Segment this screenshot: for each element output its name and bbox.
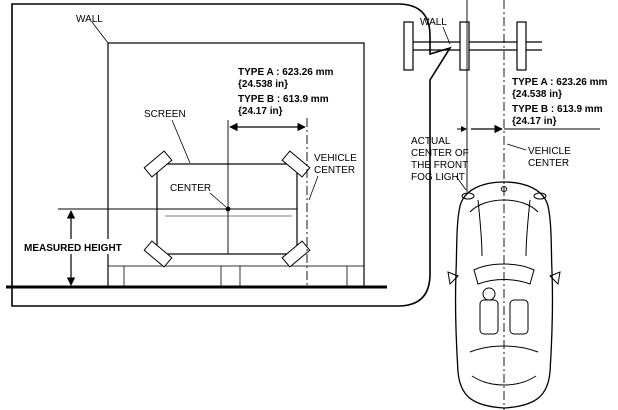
type-b-inch: {24.17 in} bbox=[238, 106, 283, 117]
top-type-a-label: TYPE A : 623.26 mm bbox=[512, 77, 608, 88]
fog-light-label-3: THE FRONT bbox=[411, 160, 468, 171]
tape-bottom-right bbox=[281, 240, 311, 268]
measured-height-label: MEASURED HEIGHT bbox=[24, 243, 122, 254]
top-type-b-inch: {24.17 in} bbox=[512, 116, 557, 127]
car-rear-deck bbox=[469, 345, 539, 353]
fog-light-right bbox=[533, 192, 547, 200]
callout-frame bbox=[11, 3, 452, 307]
top-type-a-inch: {24.538 in} bbox=[512, 89, 562, 100]
measured-height-label-bg bbox=[22, 239, 126, 254]
mirror-right bbox=[549, 271, 561, 286]
vehicle-top-view bbox=[447, 181, 561, 409]
center-point bbox=[225, 206, 231, 212]
top-view: WALL TYPE A : 623.26 mm {24.538 in} TYPE… bbox=[403, 0, 608, 410]
type-a-label: TYPE A : 623.26 mm bbox=[238, 67, 334, 78]
car-body bbox=[454, 181, 554, 409]
vehicle-center-label-2: CENTER bbox=[314, 165, 355, 176]
top-type-b-label: TYPE B : 613.9 mm bbox=[512, 104, 603, 115]
tape-bottom-left bbox=[143, 240, 173, 268]
screen-leader bbox=[171, 119, 191, 164]
car-seat-left bbox=[479, 299, 499, 335]
top-dim-left-arrowhead bbox=[461, 126, 467, 132]
mirror-left bbox=[447, 271, 459, 286]
screen-stand bbox=[107, 265, 365, 288]
wall-post-2 bbox=[459, 21, 470, 71]
wall-post-1 bbox=[403, 21, 414, 71]
tape-pieces bbox=[143, 150, 311, 268]
top-vehicle-center-leader bbox=[506, 143, 527, 151]
tape-top-left bbox=[143, 150, 173, 178]
fog-light-label-4: FOG LIGHT bbox=[411, 172, 465, 183]
wall-post-3 bbox=[516, 21, 527, 71]
tape-top-right bbox=[281, 150, 311, 178]
center-leader bbox=[209, 192, 227, 208]
center-label: CENTER bbox=[170, 183, 211, 194]
steering-wheel bbox=[482, 287, 496, 301]
vehicle-center-leader bbox=[308, 175, 319, 201]
car-seat-right bbox=[509, 299, 529, 335]
car-hood-line-left bbox=[477, 199, 483, 257]
car-windshield bbox=[473, 263, 535, 285]
top-vehicle-center-label-1: VEHICLE bbox=[528, 146, 571, 157]
wall-label: WALL bbox=[76, 14, 103, 25]
front-view-callout: WALL SCREEN CENTER VEHICLE CENTER bbox=[6, 3, 452, 307]
fog-light-label-2: CENTER OF bbox=[411, 148, 469, 159]
fog-light-left bbox=[461, 192, 475, 200]
fog-light-label-1: ACTUAL bbox=[411, 136, 451, 147]
top-vehicle-center-label-2: CENTER bbox=[528, 158, 569, 169]
car-hood bbox=[469, 199, 539, 213]
front-emblem bbox=[501, 186, 507, 192]
car-hood-line-right bbox=[525, 199, 531, 257]
vehicle-center-label-1: VEHICLE bbox=[314, 153, 357, 164]
type-b-label: TYPE B : 613.9 mm bbox=[238, 94, 329, 105]
top-wall-leader bbox=[442, 26, 451, 45]
screen-label: SCREEN bbox=[144, 109, 186, 120]
fog-light-leader bbox=[455, 175, 467, 191]
car-trunk bbox=[471, 375, 537, 386]
wall-leader bbox=[91, 21, 109, 44]
top-wall-label: WALL bbox=[420, 17, 447, 28]
type-a-inch: {24.538 in} bbox=[238, 79, 288, 90]
